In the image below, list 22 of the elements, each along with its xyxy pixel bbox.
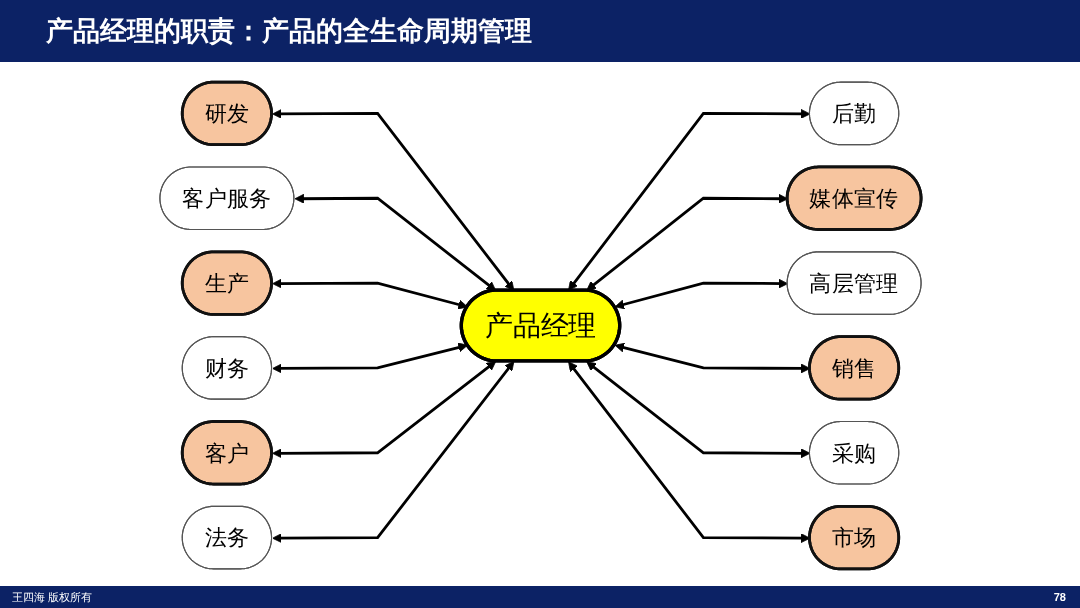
role-node: 客户 bbox=[180, 419, 273, 485]
role-node: 生产 bbox=[180, 249, 273, 316]
role-node: 采购 bbox=[808, 420, 899, 485]
page-number: 78 bbox=[1053, 590, 1066, 604]
copyright-notice: 王四海 版权所有 bbox=[12, 590, 93, 604]
double-arrow bbox=[271, 360, 514, 543]
role-node: 研发 bbox=[180, 80, 273, 146]
role-node: 媒体宣传 bbox=[785, 165, 922, 231]
double-arrow bbox=[293, 193, 496, 291]
role-node: 法务 bbox=[181, 505, 272, 569]
hub-node: 产品经理 bbox=[459, 287, 621, 363]
role-node: 高层管理 bbox=[786, 250, 922, 315]
double-arrow bbox=[585, 360, 810, 458]
role-node: 财务 bbox=[181, 335, 272, 400]
role-node: 后勤 bbox=[808, 81, 899, 145]
role-node: 市场 bbox=[807, 504, 900, 570]
double-arrow bbox=[271, 360, 496, 458]
role-node: 客户服务 bbox=[158, 165, 294, 230]
double-arrow bbox=[271, 278, 468, 309]
role-node: 销售 bbox=[807, 334, 900, 401]
double-arrow bbox=[271, 342, 468, 373]
slide-title: 产品经理的职责：产品的全生命周期管理 bbox=[46, 15, 532, 48]
